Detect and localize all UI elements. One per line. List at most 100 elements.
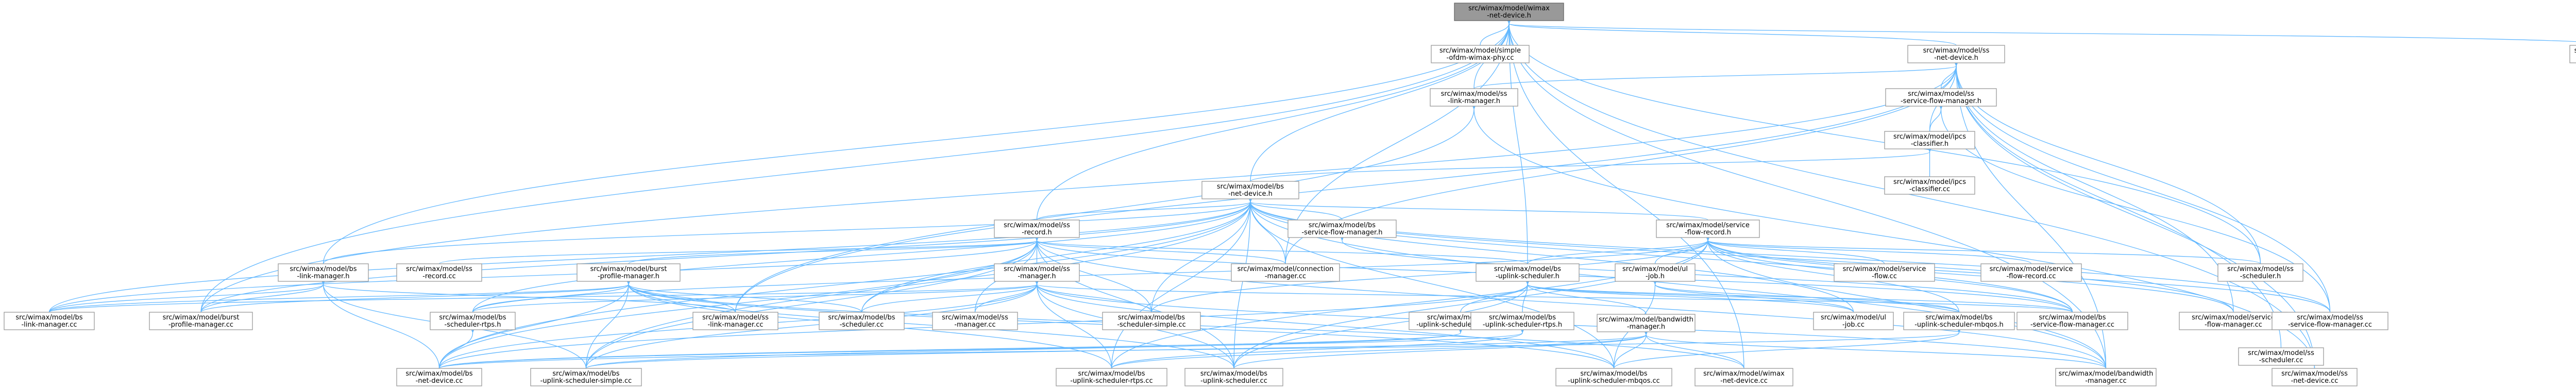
- node-simple-ofdm[interactable]: src/wimax/model/simple-ofdm-wimax-phy.cc: [1431, 45, 1530, 63]
- node-label-line-2: -scheduler.cc: [2259, 357, 2303, 364]
- node-label-line-1: src/wimax/model/ul: [1622, 265, 1688, 273]
- node-service-flow-record-h[interactable]: src/wimax/model/service-flow-record.h: [1656, 219, 1760, 238]
- node-label-line-2: -net-device.cc: [2291, 377, 2338, 385]
- node-connection-manager-cc[interactable]: src/wimax/model/connection-manager.cc: [1231, 263, 1340, 282]
- node-label-line-2: -manager.cc: [2085, 377, 2126, 385]
- node-bs-uplink-scheduler-rtps-h[interactable]: src/wimax/model/bs-uplink-scheduler-rtps…: [1470, 312, 1574, 330]
- node-bs-scheduler-rtps-h[interactable]: src/wimax/model/bs-scheduler-rtps.h: [430, 312, 516, 330]
- node-label-line-2: -service-flow-manager.h: [1901, 97, 1981, 105]
- edge-bandwidth_manager_h-to-bs_uplink_scheduler_mbqos_cc: [1613, 330, 1649, 369]
- node-label-line-2: -uplink-scheduler-rtps.cc: [1070, 377, 1153, 385]
- node-label-line-2: -service-flow-manager.cc: [2288, 321, 2372, 329]
- edge-bs_scheduler_rtps_h-to-bs_net_device_cc: [438, 328, 475, 369]
- node-bs-service-flow-manager-h[interactable]: src/wimax/model/bs-service-flow-manager.…: [1287, 219, 1397, 238]
- node-label-line-2: -job.h: [1646, 273, 1665, 280]
- node-label-line-2: -uplink-scheduler-mbqos.h: [1914, 321, 2004, 329]
- node-burst-profile-manager-cc[interactable]: src/wimax/model/burst-profile-manager.cc: [149, 312, 253, 330]
- node-bs-uplink-scheduler-h[interactable]: src/wimax/model/bs-uplink-scheduler.h: [1476, 263, 1580, 282]
- node-ipcs-classifier-cc[interactable]: src/wimax/model/ipcs-classifier.cc: [1884, 176, 1975, 195]
- edge-ss_manager_h-to-bs_uplink_scheduler_mbqos_cc: [1035, 279, 1615, 369]
- node-ss-link-manager-h[interactable]: src/wimax/model/ss-link-manager.h: [1430, 88, 1518, 107]
- node-label-line-2: -manager.h: [1627, 323, 1665, 331]
- node-label-line-2: -flow-manager.cc: [2205, 321, 2262, 329]
- node-label-line-1: src/wimax/model/connection: [1238, 265, 1334, 273]
- node-bs-scheduler-cc[interactable]: src/wimax/model/bs-scheduler.cc: [819, 312, 905, 330]
- node-label-line-2: -link-manager.cc: [21, 321, 77, 329]
- node-label-line-1: src/wimax/model/ss: [2297, 314, 2363, 322]
- node-label-line-1: src/wimax/model/ss: [2281, 370, 2348, 378]
- node-ss-service-flow-manager-h[interactable]: src/wimax/model/ss-service-flow-manager.…: [1885, 88, 1997, 107]
- node-bs-link-manager-cc[interactable]: src/wimax/model/bs-link-manager.cc: [4, 312, 95, 330]
- edge-bandwidth_manager_h-to-bandwidth_manager_cc: [1643, 330, 2107, 369]
- node-ss-manager-cc[interactable]: src/wimax/model/ss-manager.cc: [932, 312, 1018, 330]
- node-box: [1694, 368, 1793, 386]
- node-bs-uplink-scheduler-rtps-cc[interactable]: src/wimax/model/bs-uplink-scheduler-rtps…: [1056, 368, 1167, 386]
- node-ul-job-cc[interactable]: src/wimax/model/ul-job.cc: [1813, 312, 1894, 330]
- node-bs-link-manager-h[interactable]: src/wimax/model/bs-link-manager.h: [278, 263, 369, 282]
- node-label-line-1: src/wimax/model/bs: [290, 265, 357, 273]
- edge-burst_profile_manager_h-to-bs_uplink_scheduler_cc: [626, 279, 1234, 369]
- node-label-line-1: src/wimax/model/ss: [942, 314, 1008, 322]
- node-ipcs-classifier-h[interactable]: src/wimax/model/ipcs-classifier.h: [1884, 131, 1975, 149]
- node-bandwidth-manager-cc[interactable]: src/wimax/model/bandwidth-manager.cc: [2055, 368, 2157, 386]
- node-box: [1056, 368, 1167, 386]
- node-bs-scheduler-simple-cc[interactable]: src/wimax/model/bs-scheduler-simple.cc: [1102, 312, 1201, 330]
- node-box: [1903, 312, 2015, 330]
- node-label-line-2: -record.h: [1022, 229, 1052, 236]
- node-root[interactable]: src/wimax/model/wimax-net-device.h: [1454, 3, 1564, 21]
- node-bs-uplink-scheduler-simple-cc[interactable]: src/wimax/model/bs-uplink-scheduler-simp…: [530, 368, 642, 386]
- node-ss-record-h[interactable]: src/wimax/model/ss-record.h: [994, 219, 1080, 238]
- node-label-line-2: -profile-manager.h: [598, 273, 659, 280]
- node-label-line-1: src/wimax/model/bs: [552, 370, 619, 378]
- edge-service_flow_record_h-to-ul_job_h: [1654, 235, 1710, 264]
- node-bs-net-device-h[interactable]: src/wimax/model/bs-net-device.h: [1201, 181, 1299, 199]
- node-ss-record-cc[interactable]: src/wimax/model/ss-record.cc: [396, 263, 482, 282]
- node-bs-net-device-cc[interactable]: src/wimax/model/bs-net-device.cc: [396, 368, 482, 386]
- node-ss-net-device-cc[interactable]: src/wimax/model/ss-net-device.cc: [2272, 368, 2358, 386]
- node-burst-profile-manager-h[interactable]: src/wimax/model/burst-profile-manager.h: [577, 263, 681, 282]
- node-service-flow-cc[interactable]: src/wimax/model/service-flow.cc: [1834, 263, 1935, 282]
- node-label-line-1: src/wimax/model/bs: [1925, 314, 1992, 322]
- node-box: [819, 312, 905, 330]
- node-label-line-1: src/wimax/model/ss: [702, 314, 769, 322]
- node-bs-service-flow-manager-cc[interactable]: src/wimax/model/bs-service-flow-manager.…: [2016, 312, 2128, 330]
- node-box: [2016, 312, 2128, 330]
- node-ss-net-device-h[interactable]: src/wimax/model/ss-net-device.h: [1907, 45, 2005, 63]
- node-ss-service-flow-manager-cc[interactable]: src/wimax/model/ss-service-flow-manager.…: [2272, 312, 2388, 330]
- edge-bs_net_device_h-to-bs_scheduler_cc: [861, 197, 1253, 313]
- node-label-line-1: src/wimax/model/ss: [406, 265, 472, 273]
- node-label-line-1: src/wimax/model/ipcs: [1893, 133, 1966, 141]
- node-box: [1231, 263, 1340, 282]
- edge-bs_uplink_scheduler_rtps_h-to-bs_uplink_scheduler_rtps_cc: [1111, 328, 1525, 369]
- edge-root-to-bs_link_manager_h: [323, 19, 1512, 264]
- node-bandwidth-manager-h[interactable]: src/wimax/model/bandwidth-manager.h: [1597, 314, 1696, 332]
- node-bs-uplink-scheduler-cc[interactable]: src/wimax/model/bs-uplink-scheduler.cc: [1184, 368, 1283, 386]
- node-box: [1884, 131, 1975, 149]
- node-label-line-2: -classifier.h: [1911, 140, 1948, 148]
- edge-bs_link_manager_h-to-bs_link_manager_cc: [48, 279, 326, 313]
- node-label-line-2: -flow.cc: [1872, 273, 1897, 280]
- node-label-line-2: -link-manager.h: [297, 273, 350, 280]
- edge-bs_uplink_scheduler_h-to-bs_uplink_scheduler_mbqos_h: [1525, 279, 1960, 313]
- node-box: [1555, 368, 1672, 386]
- node-label-line-1: src/wimax/model/service: [2192, 314, 2275, 322]
- node-ul-job-h[interactable]: src/wimax/model/ul-job.h: [1615, 263, 1696, 282]
- edge-root-to-wimax_net_device_cc: [1506, 19, 1744, 369]
- edge-ss_net_device_h-to-ss_link_manager_h: [1473, 61, 1959, 89]
- node-ss-scheduler-cc[interactable]: src/wimax/model/ss-scheduler.cc: [2238, 347, 2324, 366]
- edge-bs_net_device_h-to-bs_link_manager_cc: [48, 197, 1253, 313]
- node-bs-uplink-scheduler-mbqos-h[interactable]: src/wimax/model/bs-uplink-scheduler-mbqo…: [1903, 312, 2015, 330]
- node-service-flow-manager-cc[interactable]: src/wimax/model/service-flow-manager.cc: [2179, 312, 2288, 330]
- node-bs-uplink-scheduler-mbqos-cc[interactable]: src/wimax/model/bs-uplink-scheduler-mbqo…: [1555, 368, 1672, 386]
- node-ss-link-manager-cc[interactable]: src/wimax/model/ss-link-manager.cc: [692, 312, 778, 330]
- edge-ss_manager_h-to-ss_manager_cc: [974, 279, 1039, 313]
- node-service-flow-record-cc[interactable]: src/wimax/model/service-flow-record.cc: [1980, 263, 2082, 282]
- node-wimax-phy-cc[interactable]: src/wimax/model/wimax-phy.cc: [2569, 45, 2576, 63]
- node-ss-scheduler-h[interactable]: src/wimax/model/ss-scheduler.h: [2217, 263, 2303, 282]
- edge-ss_service_flow_manager_h-to-ipcs_classifier_h: [1929, 104, 1943, 132]
- edge-bs_net_device_h-to-ul_job_cc: [1248, 197, 1854, 313]
- node-wimax-net-device-cc[interactable]: src/wimax/model/wimax-net-device.cc: [1694, 368, 1793, 386]
- node-label-line-2: -scheduler-simple.cc: [1117, 321, 1186, 329]
- node-label-line-2: -net-device.h: [1934, 54, 1978, 62]
- node-ss-manager-h[interactable]: src/wimax/model/ss-manager.h: [994, 263, 1080, 282]
